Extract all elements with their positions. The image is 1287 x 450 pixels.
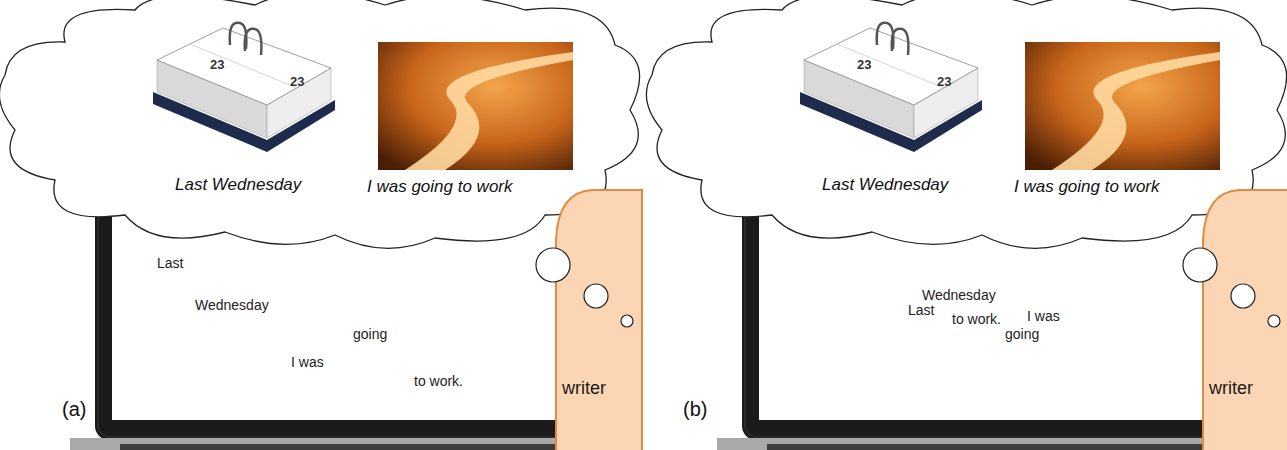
screen-word: I was <box>291 354 324 370</box>
thought-text: Last Wednesday <box>822 175 948 195</box>
screen-word: I was <box>1027 308 1060 324</box>
screen-word: going <box>1005 326 1039 342</box>
writer-shape-path <box>556 190 642 450</box>
illustration-part <box>892 29 909 55</box>
illustration-part <box>804 28 978 105</box>
illustration-part <box>1052 52 1220 170</box>
writer-shape <box>1199 190 1287 450</box>
illustration-part <box>1183 248 1217 282</box>
thought-cloud: Last Wednesday I was going to work <box>652 0 1287 250</box>
illustration-part <box>70 438 630 450</box>
calendar-date: 23 <box>857 58 871 72</box>
illustration-part <box>120 444 580 450</box>
illustration-part <box>267 68 331 138</box>
calendar-date: 23 <box>210 58 224 72</box>
screen-word: Wednesday <box>922 287 996 303</box>
screen-word: to work. <box>414 373 463 389</box>
illustration-part <box>767 444 1227 450</box>
writer-figure: writer <box>552 190 640 450</box>
thought-text: I was going to work <box>367 177 513 197</box>
cloud-outline-path <box>646 0 1286 248</box>
illustration-part <box>837 44 944 88</box>
illustration-part <box>621 315 633 327</box>
illustration-part <box>877 23 894 49</box>
illustration-part <box>153 92 335 152</box>
illustrations-b <box>800 23 1220 170</box>
writer-shape-path <box>1203 190 1287 450</box>
thought-bubbles <box>536 248 1280 327</box>
screen-word: Last <box>157 255 183 271</box>
illustration-part <box>800 92 982 152</box>
illustration-part <box>378 42 573 170</box>
illustration-part <box>914 68 978 138</box>
illustration-part <box>536 248 570 282</box>
cloud-outline <box>652 0 1287 250</box>
thought-cloud: Last Wednesday I was going to work <box>5 0 640 250</box>
illustrations-a <box>153 23 573 170</box>
illustration-part <box>157 28 331 105</box>
writer-label: writer <box>562 378 606 399</box>
screen-word: going <box>353 326 387 342</box>
illustration-part <box>190 44 297 88</box>
illustration-part <box>717 438 1277 450</box>
writer-shape <box>552 190 640 450</box>
screen-word: Wednesday <box>195 297 269 313</box>
illustration-part <box>1231 284 1255 308</box>
screen-word: Last <box>908 302 934 318</box>
calendar-date: 23 <box>290 75 304 89</box>
illustration-part <box>245 29 262 55</box>
cloud-outline-path <box>0 0 640 248</box>
illustration-part <box>584 284 608 308</box>
illustration-part <box>230 23 247 49</box>
writer-label: writer <box>1209 378 1253 399</box>
screen-word: to work. <box>952 311 1001 327</box>
writer-figure: writer <box>1199 190 1287 450</box>
illustration-part <box>1268 315 1280 327</box>
calendar-date: 23 <box>937 75 951 89</box>
illustration-part <box>405 52 573 170</box>
illustration-part <box>1025 42 1220 170</box>
panel-letter: (a) <box>62 398 86 420</box>
thought-text: I was going to work <box>1014 177 1160 197</box>
cloud-outline <box>5 0 640 250</box>
panel-letter: (b) <box>683 398 707 420</box>
thought-text: Last Wednesday <box>175 175 301 195</box>
